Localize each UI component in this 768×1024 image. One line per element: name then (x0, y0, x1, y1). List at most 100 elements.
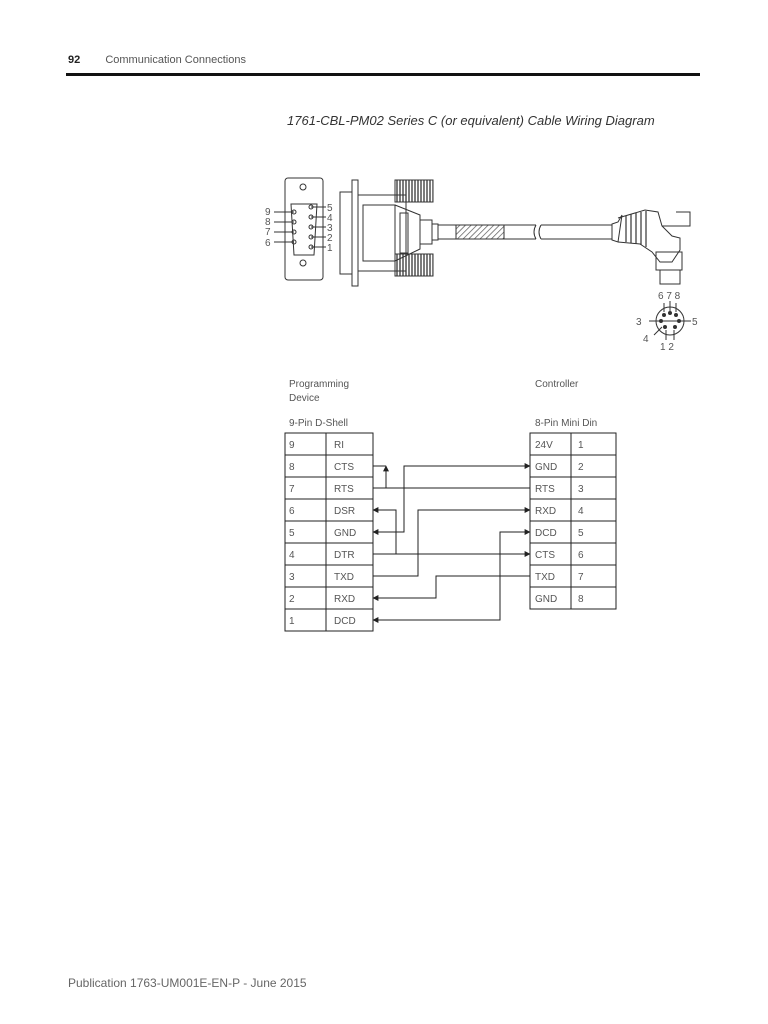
table-row: GND 8 (535, 594, 584, 605)
cable (438, 224, 612, 240)
pin-label: 1 (327, 243, 333, 254)
table-row: DCD 5 (535, 528, 584, 539)
signal-cell: DSR (334, 506, 355, 517)
pin-label: 7 (265, 227, 271, 238)
signal-cell: DCD (535, 528, 557, 539)
signal-cell: GND (334, 528, 356, 539)
wire-rts (373, 465, 389, 489)
signal-cell: TXD (334, 572, 354, 583)
pin-label: 5 (327, 203, 333, 214)
table-row: 1 DCD (289, 616, 356, 627)
left-heading-line2: Device (289, 393, 320, 404)
pin-cell: 6 (578, 550, 584, 561)
mini-din-connector (611, 209, 691, 285)
table-row: 5 GND (289, 528, 356, 539)
table-row: 7 RTS (289, 484, 354, 495)
pin-cell: 3 (578, 484, 584, 495)
signal-cell: RXD (535, 506, 556, 517)
signal-cell: CTS (535, 550, 555, 561)
wire-dcd (372, 529, 531, 623)
mini-din-face (649, 301, 691, 340)
pin-label: 2 (327, 233, 333, 244)
dshell-pin-area (290, 203, 318, 256)
table-row: 6 DSR (289, 506, 355, 517)
pin-label: 3 (636, 317, 642, 328)
mini-din-labels: 6 7 8 3 5 4 1 2 (636, 291, 698, 353)
pin-label: 6 7 8 (658, 291, 681, 302)
signal-cell: CTS (334, 462, 354, 473)
pin-label: 5 (692, 317, 698, 328)
dshell-face (284, 177, 324, 281)
table-row: RTS 3 (535, 484, 584, 495)
signal-cell: TXD (535, 572, 555, 583)
dshell-left-labels: 9 8 7 6 (265, 207, 271, 249)
left-subheading: 9-Pin D-Shell (289, 418, 348, 429)
pin-label: 4 (327, 213, 333, 224)
signal-cell: RI (334, 440, 344, 451)
pin-label: 4 (643, 334, 649, 345)
dshell-left-pins (274, 209, 297, 245)
page-header: 92 Communication Connections (68, 54, 246, 66)
pin-cell: 5 (289, 528, 295, 539)
pin-cell: 9 (289, 440, 295, 451)
pin-label: 1 2 (660, 342, 674, 353)
right-pin-table (529, 432, 617, 610)
pin-cell: 8 (289, 462, 295, 473)
table-row: 3 TXD (289, 572, 354, 583)
page-number: 92 (68, 54, 81, 66)
table-row: TXD 7 (535, 572, 584, 583)
figure-title: 1761-CBL-PM02 Series C (or equivalent) C… (287, 113, 655, 128)
table-row: 9 RI (289, 440, 344, 451)
pin-cell: 2 (578, 462, 584, 473)
header-rule (66, 73, 700, 76)
pin-label: 6 (265, 238, 271, 249)
left-heading-line1: Programming (289, 379, 349, 390)
table-row: CTS 6 (535, 550, 584, 561)
signal-cell: DTR (334, 550, 355, 561)
table-row: 24V 1 (535, 440, 584, 451)
left-table-cells: 9 RI 8 CTS 7 RTS 6 DSR 5 GND 4 DTR 3 TXD 2 RXD 1… (289, 440, 356, 627)
wire-rxd (372, 575, 530, 601)
wire-gnd (372, 463, 531, 535)
pin-cell: 1 (289, 616, 295, 627)
pin-label: 3 (327, 223, 333, 234)
cable-illustration (274, 177, 691, 340)
signal-cell: GND (535, 594, 557, 605)
pin-label: 9 (265, 207, 271, 218)
dshell-right-pins (308, 204, 326, 250)
right-subheading: 8-Pin Mini Din (535, 418, 597, 429)
right-heading: Controller (535, 379, 579, 390)
signal-cell: RTS (334, 484, 354, 495)
signal-cell: RTS (535, 484, 555, 495)
pin-cell: 3 (289, 572, 295, 583)
pin-cell: 7 (578, 572, 584, 583)
dshell-screw-top (299, 183, 307, 191)
signal-cell: 24V (535, 440, 553, 451)
dshell-right-labels: 5 4 3 2 1 (327, 203, 333, 254)
pin-cell: 1 (578, 440, 584, 451)
pin-label: 8 (265, 217, 271, 228)
signal-cell: GND (535, 462, 557, 473)
dshell-body (339, 179, 439, 287)
pin-cell: 2 (289, 594, 295, 605)
signal-cell: DCD (334, 616, 356, 627)
table-row: GND 2 (535, 462, 584, 473)
wiring-lines (372, 463, 531, 623)
left-pin-table (284, 432, 374, 632)
pin-cell: 4 (289, 550, 295, 561)
pin-cell: 6 (289, 506, 295, 517)
table-row: 2 RXD (289, 594, 355, 605)
table-row: 8 CTS (289, 462, 354, 473)
table-row: RXD 4 (535, 506, 584, 517)
pin-cell: 7 (289, 484, 295, 495)
page-footer: Publication 1763-UM001E-EN-P - June 2015 (68, 976, 307, 990)
signal-cell: RXD (334, 594, 355, 605)
pin-cell: 4 (578, 506, 584, 517)
pin-cell: 8 (578, 594, 584, 605)
dshell-screw-bottom (299, 259, 307, 267)
pin-cell: 5 (578, 528, 584, 539)
table-row: 4 DTR (289, 550, 355, 561)
right-table-cells: 24V 1 GND 2 RTS 3 RXD 4 DCD 5 CTS 6 TXD 7 GND 8 (535, 440, 584, 605)
section-title: Communication Connections (105, 54, 246, 66)
